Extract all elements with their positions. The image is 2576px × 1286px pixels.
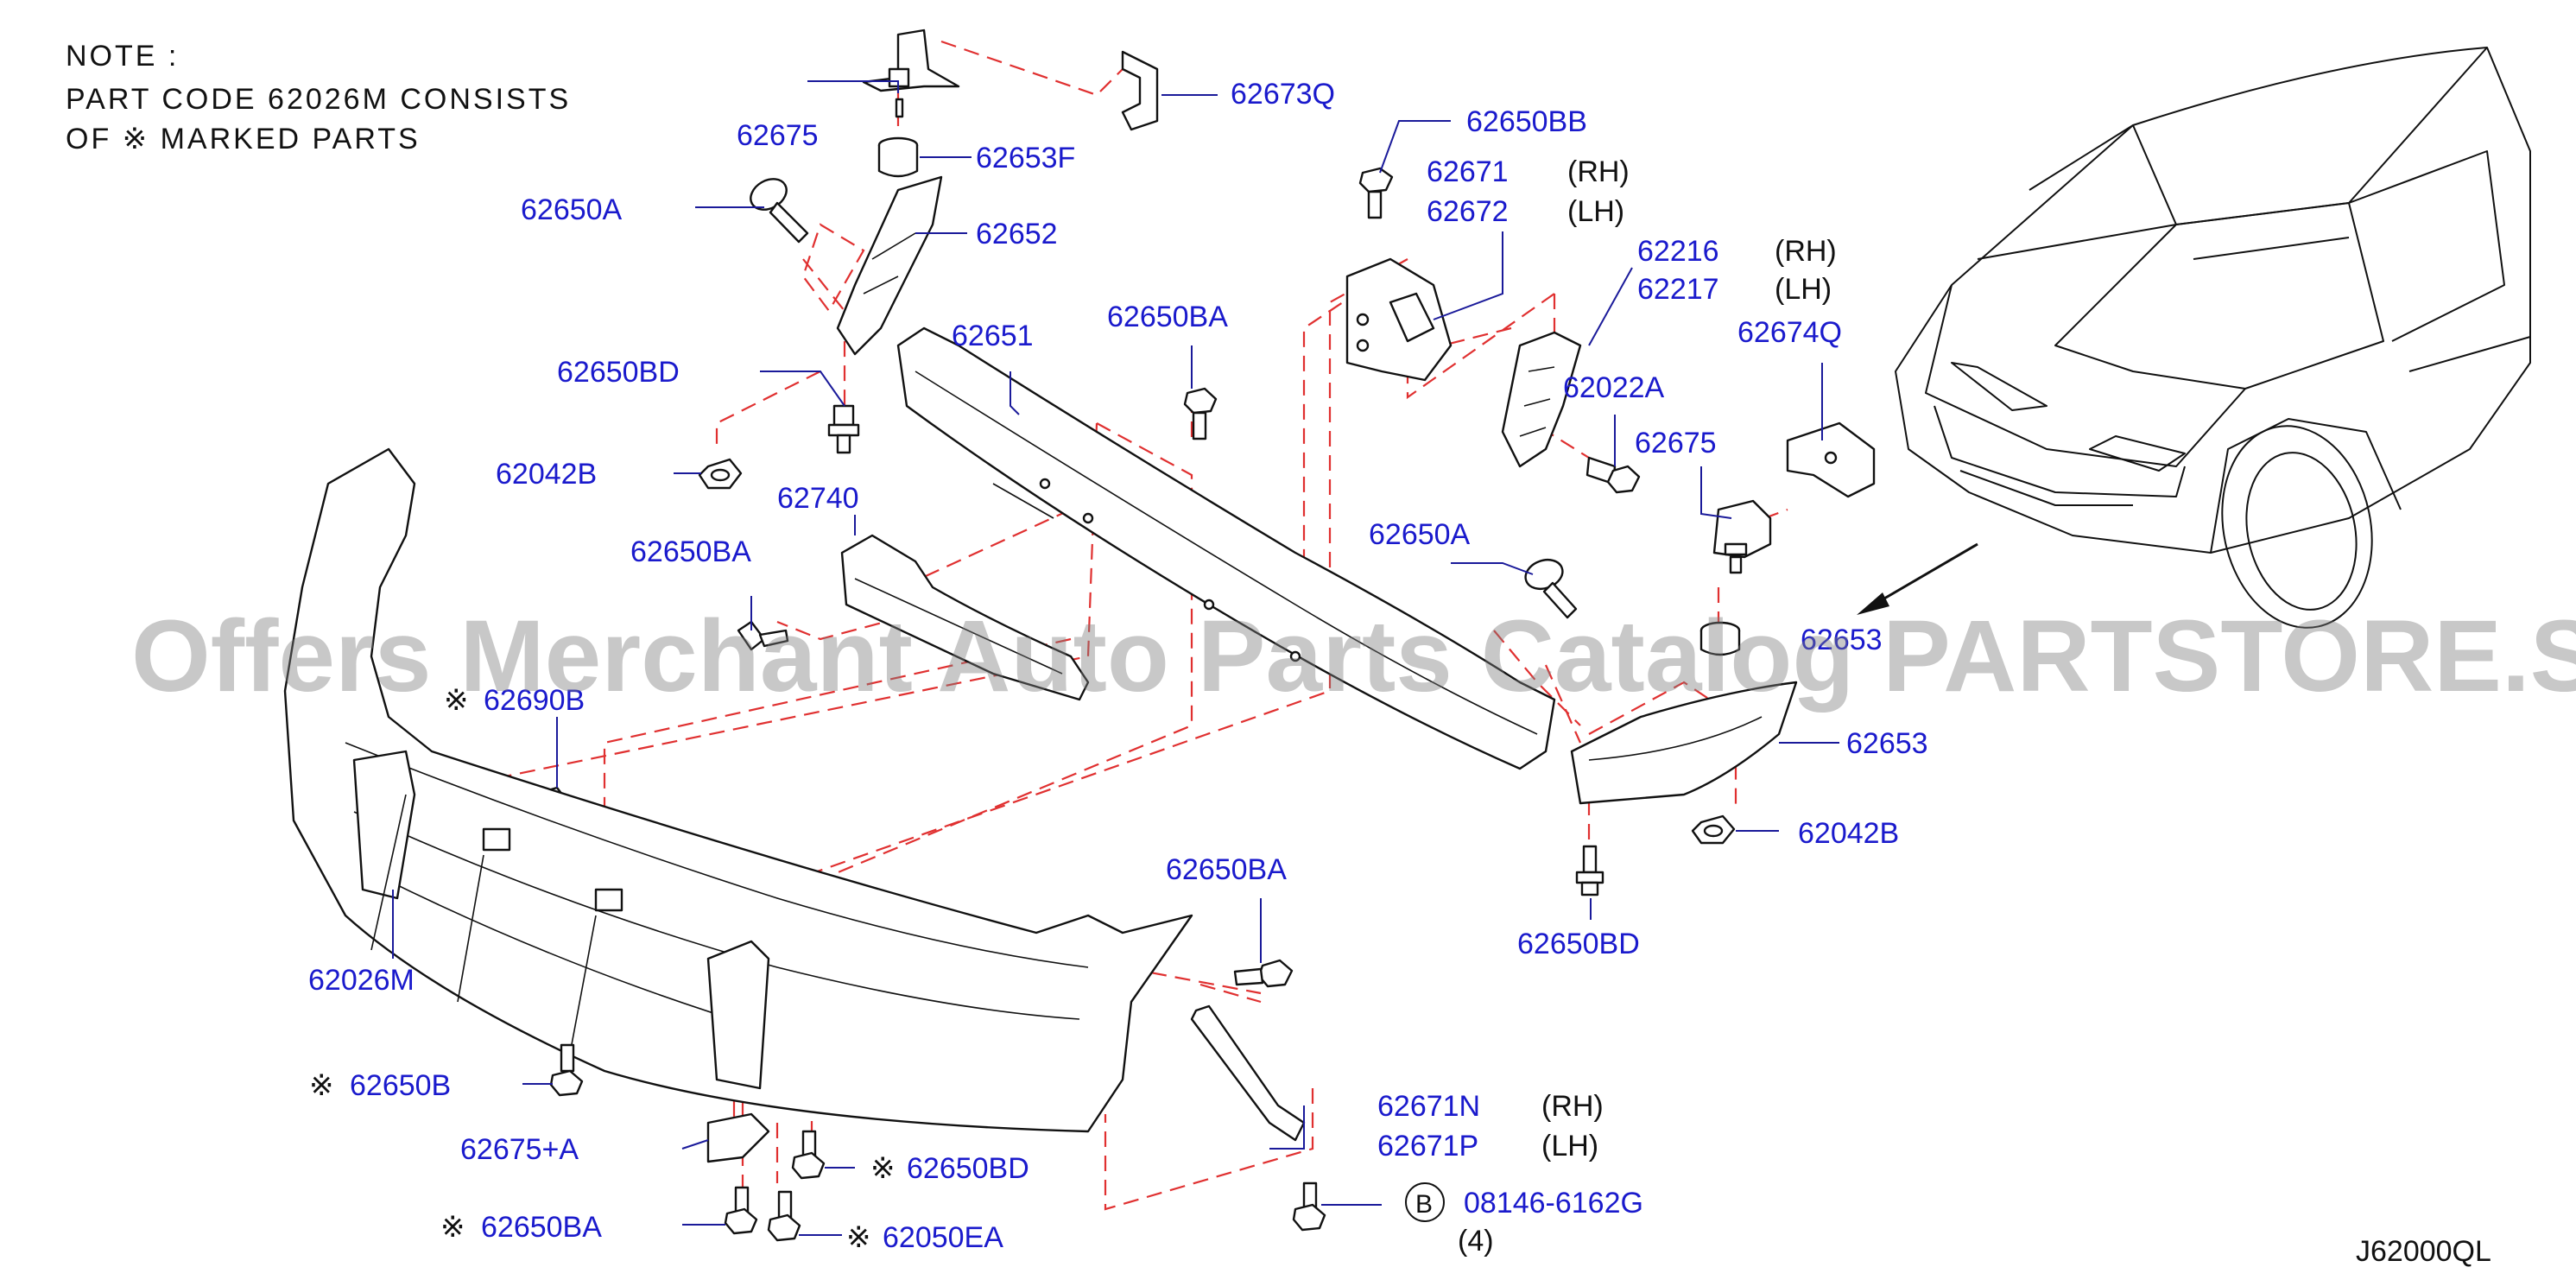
reinforcement-62651 xyxy=(896,326,1556,770)
label-62650BD-bottom: 62650BD xyxy=(907,1152,1029,1185)
label-62650A-left: 62650A xyxy=(521,193,623,226)
label-62022A: 62022A xyxy=(1563,371,1665,404)
note-line-1: NOTE : xyxy=(66,40,179,73)
label-62650BD-right: 62650BD xyxy=(1517,928,1640,960)
bracket-62673Q xyxy=(1121,50,1159,131)
bracket-62675-top xyxy=(862,29,960,118)
label-62650A-right: 62650A xyxy=(1369,518,1471,551)
bolt-62650BD-right xyxy=(1575,845,1604,896)
marker-62050EA: ※ xyxy=(846,1221,871,1254)
note-block: NOTE : PART CODE 62026M CONSISTS OF ※ MA… xyxy=(66,40,571,155)
label-62026M: 62026M xyxy=(308,964,415,997)
bolt-62650BA-center xyxy=(1183,387,1218,440)
bracket-62675A xyxy=(706,1112,770,1163)
label-62675-right: 62675 xyxy=(1635,427,1717,459)
label-62671P: 62671P xyxy=(1377,1130,1478,1162)
label-62740: 62740 xyxy=(777,482,859,515)
bumper-rubber-62653F xyxy=(877,136,919,178)
label-qty-4: (4) xyxy=(1458,1225,1494,1257)
bolt-62650BA-lower xyxy=(1233,959,1294,988)
bracket-62671-62672 xyxy=(1345,257,1453,382)
diagram-code: J62000QL xyxy=(2356,1235,2491,1268)
label-62672-lh: (LH) xyxy=(1567,195,1624,228)
label-62690B: 62690B xyxy=(484,684,585,717)
bracket-62216-62217 xyxy=(1501,331,1582,468)
bolt-62650A-left xyxy=(750,178,809,244)
label-62650BA-center: 62650BA xyxy=(1107,301,1228,333)
label-62671: 62671 xyxy=(1427,155,1509,188)
label-62671N-rh: (RH) xyxy=(1541,1090,1604,1123)
bolt-62050EA xyxy=(767,1190,801,1242)
label-62651: 62651 xyxy=(952,320,1034,352)
bolt-08146-6162G xyxy=(1292,1181,1326,1232)
direction-arrow xyxy=(1857,542,1978,615)
bolt-62650BD-upper xyxy=(827,404,860,454)
energy-absorber-62740 xyxy=(840,534,1090,701)
leader-lines xyxy=(392,80,1839,1236)
vehicle-illustration xyxy=(1895,47,2531,629)
bracket-62675-right xyxy=(1712,499,1772,574)
label-08146-6162G: 08146-6162G xyxy=(1464,1187,1643,1219)
label-62671-rh: (RH) xyxy=(1567,155,1630,188)
label-62217-lh: (LH) xyxy=(1775,273,1832,306)
label-62650BA-lower: 62650BA xyxy=(1166,853,1287,886)
bolt-62650BD-bottom xyxy=(791,1130,826,1180)
reference-circle-b xyxy=(1405,1182,1445,1222)
label-62650BA-bottom: 62650BA xyxy=(481,1211,602,1244)
note-line-2: PART CODE 62026M CONSISTS xyxy=(66,83,571,116)
watermark-text: Offers Merchant Auto Parts Catalog PARTS… xyxy=(131,599,2576,713)
label-62672: 62672 xyxy=(1427,195,1509,228)
marker-62650B: ※ xyxy=(309,1069,334,1102)
marker-62690B: ※ xyxy=(444,684,469,717)
note-line-3: OF ※ MARKED PARTS xyxy=(66,123,421,155)
label-62042B-left: 62042B xyxy=(496,458,597,491)
label-62675A: 62675+A xyxy=(460,1133,579,1166)
bumper-fascia-62026M xyxy=(283,447,1193,1133)
label-62675-top: 62675 xyxy=(737,119,819,152)
reference-circle-b-letter: B xyxy=(1415,1190,1433,1219)
label-62674Q: 62674Q xyxy=(1737,316,1842,349)
label-62653F: 62653F xyxy=(976,142,1075,174)
label-62650B: 62650B xyxy=(350,1069,451,1102)
nut-62042B-right xyxy=(1691,814,1736,845)
bolt-62650BA-bottom xyxy=(724,1186,758,1235)
bolt-62650BB xyxy=(1358,167,1394,219)
label-62050EA: 62050EA xyxy=(883,1221,1003,1254)
bracket-62652 xyxy=(836,175,943,356)
label-62217: 62217 xyxy=(1637,273,1719,306)
label-62216-rh: (RH) xyxy=(1775,235,1837,268)
bolt-62650A-right xyxy=(1524,558,1578,619)
bolt-62650BA-left xyxy=(737,620,789,651)
label-62653: 62653 xyxy=(1846,727,1928,760)
marker-62650BA-bottom: ※ xyxy=(440,1211,465,1244)
label-62650BD-upper: 62650BD xyxy=(557,356,680,389)
label-62650BB: 62650BB xyxy=(1466,105,1587,138)
bolt-62022A xyxy=(1585,456,1641,494)
label-62650BA-left: 62650BA xyxy=(630,535,751,568)
marker-62650BD-bottom: ※ xyxy=(870,1152,896,1185)
label-62216: 62216 xyxy=(1637,235,1719,268)
nut-62042B-left xyxy=(698,458,743,490)
bumper-end-62653 xyxy=(1570,681,1798,805)
part-labels: 62675 62673Q 62653F 62650A 62652 62650BB… xyxy=(308,78,1928,1257)
stay-62671N-62671P xyxy=(1190,1004,1306,1142)
label-62653-partial: 62653 xyxy=(1801,624,1883,656)
label-62652: 62652 xyxy=(976,218,1058,250)
label-62673Q: 62673Q xyxy=(1231,78,1335,111)
label-62042B-right: 62042B xyxy=(1798,817,1899,850)
bumper-rubber-62653-upper xyxy=(1699,621,1741,656)
bolt-62650B xyxy=(549,1043,584,1097)
bracket-62674Q xyxy=(1786,421,1876,498)
label-62671P-lh: (LH) xyxy=(1541,1130,1598,1162)
label-62671N: 62671N xyxy=(1377,1090,1480,1123)
